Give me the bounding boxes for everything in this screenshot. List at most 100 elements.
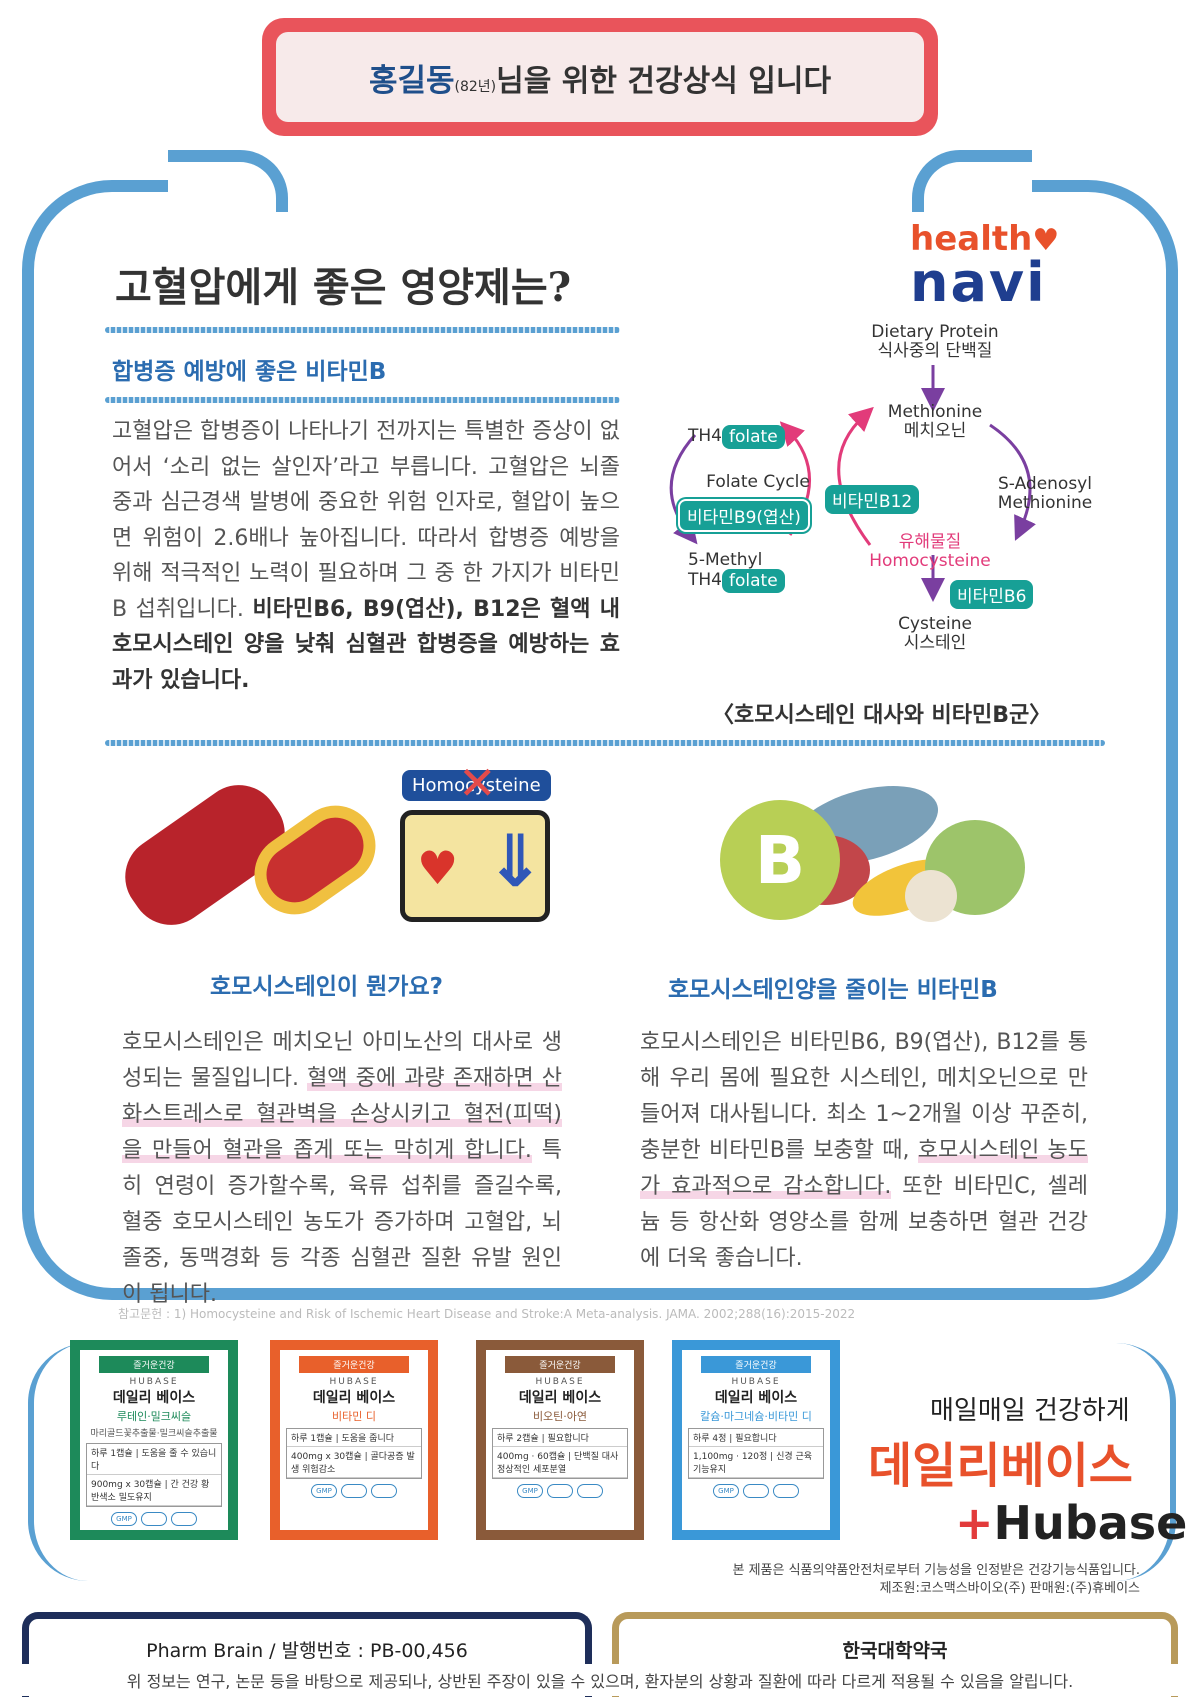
- product-brand: 즐거운건강: [299, 1356, 409, 1373]
- product-sub: 비타민 디: [332, 1410, 376, 1423]
- product-desc: 마리골드꽃추출물·밀크씨슬추출물: [90, 1429, 218, 1439]
- pharmacy-name: 한국대학약국: [842, 1640, 948, 1662]
- heart-monitor-illustration: ♥ ⇓: [400, 810, 550, 922]
- section2-body: 호모시스테인은 메치오닌 아미노산의 대사로 생성되는 물질입니다. 혈액 중에…: [122, 1025, 562, 1313]
- page-title: 고혈압에게 좋은 영양제는?: [115, 264, 572, 311]
- section2-p2: 혈액 중에 과량 존재하면 산화스트레스로 혈관벽을 손상시키고 혈전(피떡)을…: [122, 1066, 562, 1163]
- hubase-logo-text: Hubase: [993, 1496, 1188, 1550]
- section2-p3: 특히 연령이 증가할수록, 육류 섭취를 즐길수록, 혈중 호모시스테인 농도가…: [122, 1138, 562, 1307]
- product-brand: 즐거운건강: [505, 1356, 615, 1373]
- frame-shoulder-left: [168, 150, 288, 212]
- folate-pill-2: folate: [722, 569, 785, 593]
- folate-pill: folate: [722, 425, 785, 449]
- garlic-illustration: [905, 870, 957, 922]
- banner-suffix: 님을 위한 건강상식 입니다: [496, 63, 832, 99]
- product-name: 데일리 베이스: [714, 1390, 798, 1406]
- slogan: 매일매일 건강하게: [930, 1396, 1130, 1426]
- heart-icon: ♥: [417, 841, 459, 895]
- product-sub: 비오틴·아연: [532, 1410, 588, 1423]
- product-card: 즐거운건강 HUBASE 데일리 베이스 비타민 디 하루 1캡슐 | 도움을 …: [270, 1340, 438, 1540]
- footer-left-box: [22, 1612, 592, 1697]
- th4-label-2: TH4-: [688, 570, 729, 590]
- logo-health-text: health: [910, 219, 1033, 259]
- section3-body: 호모시스테인은 비타민B6, B9(엽산), B12를 통해 우리 몸에 필요한…: [640, 1025, 1088, 1277]
- cross-icon: ✕: [458, 756, 497, 810]
- product-hub: HUBASE: [129, 1377, 179, 1387]
- disclaimer: 위 정보는 연구, 논문 등을 바탕으로 제공되나, 상반된 주장이 있을 수 …: [0, 1664, 1200, 1696]
- product-hub: HUBASE: [329, 1377, 379, 1387]
- cert-badge-icon: [341, 1484, 367, 1498]
- product-table: 하루 1캡슐 | 도움을 줄 수 있습니다 900mg x 30캡슐 | 간 건…: [86, 1443, 222, 1507]
- hubase-plus-icon: +: [955, 1496, 994, 1550]
- product-name: 데일리 베이스: [112, 1390, 196, 1406]
- down-arrows-icon: ⇓: [485, 819, 546, 903]
- cert-badge-icon: [743, 1484, 769, 1498]
- product-sub: 칼슘·마그네슘·비타민 디: [700, 1410, 812, 1423]
- footer-right-box: [612, 1612, 1178, 1697]
- cert-badge-icon: [773, 1484, 799, 1498]
- product-name: 데일리 베이스: [518, 1390, 602, 1406]
- section1-subhead: 합병증 예방에 좋은 비타민B: [112, 359, 387, 385]
- product-name: 데일리 베이스: [312, 1390, 396, 1406]
- product-brand: 즐거운건강: [99, 1356, 209, 1373]
- section3-p3: 또한 비타민C, 셀레늄 등 항산화 영양소를 함께 보충하면 혈관 건강에 더…: [640, 1174, 1088, 1271]
- banner-text: 홍길동(82년)님을 위한 건강상식 입니다: [369, 55, 831, 100]
- product-brand-name: 데일리베이스: [868, 1438, 1133, 1494]
- section2-title: 호모시스테인이 뭔가요?: [210, 974, 443, 1000]
- gmp-badge-icon: GMP: [713, 1484, 739, 1498]
- divider: [105, 327, 620, 333]
- product-card: 즐거운건강 HUBASE 데일리 베이스 칼슘·마그네슘·비타민 디 하루 4정…: [672, 1340, 840, 1540]
- product-sub: 루테인·밀크씨슬: [116, 1410, 192, 1423]
- product-table: 하루 1캡슐 | 도움을 줍니다 400mg x 30캡슐 | 골다공증 발생 …: [286, 1428, 422, 1479]
- divider: [105, 740, 1105, 746]
- product-card: 즐거운건강 HUBASE 데일리 베이스 루테인·밀크씨슬 마리골드꽃추출물·밀…: [70, 1340, 238, 1540]
- cert-badge-icon: [577, 1484, 603, 1498]
- divider: [105, 397, 620, 403]
- publication-number: Pharm Brain / 발행번호 : PB-00,456: [146, 1640, 468, 1662]
- header-banner: 홍길동(82년)님을 위한 건강상식 입니다: [262, 18, 938, 136]
- product-card: 즐거운건강 HUBASE 데일리 베이스 비오틴·아연 하루 2캡슐 | 필요합…: [476, 1340, 644, 1540]
- patient-name: 홍길동: [368, 62, 455, 99]
- section3-title: 호모시스테인양을 줄이는 비타민B: [668, 977, 998, 1003]
- product-frame: [28, 1343, 1176, 1581]
- frame-shoulder-right: [912, 150, 1032, 212]
- homocysteine-tag: Homocysteine: [402, 770, 551, 801]
- vitamin-b6-pill: 비타민B6: [950, 580, 1034, 609]
- notice-line-2: 제조원:코스맥스바이오(주) 판매원:(주)휴베이스: [879, 1581, 1140, 1596]
- vitamin-b9-pill: 비타민B9(엽산): [678, 499, 810, 532]
- hubase-logo: +Hubase: [955, 1496, 1187, 1550]
- product-brand: 즐거운건강: [701, 1356, 811, 1373]
- gmp-badge-icon: GMP: [311, 1484, 337, 1498]
- cert-badge-icon: [171, 1512, 197, 1526]
- section1-text: 고혈압은 합병증이 나타나기 전까지는 특별한 증상이 없어서 ‘소리 없는 살…: [112, 419, 620, 622]
- methyl-label: 5-Methyl: [688, 550, 763, 570]
- vitamin-b-icon: B: [720, 800, 840, 920]
- product-table: 하루 4정 | 필요합니다 1,100mg · 120정 | 신경 근육 기능유…: [688, 1428, 824, 1479]
- cert-badge-icon: [371, 1484, 397, 1498]
- product-hub: HUBASE: [731, 1377, 781, 1387]
- section1-bold-text: 비타민B6, B9(엽산), B12은 혈액 내 호모시스테인 양을 낮춰 심혈…: [112, 596, 620, 693]
- birth-year: (82년): [454, 78, 497, 95]
- frame-gap: [262, 160, 938, 200]
- gmp-badge-icon: GMP: [111, 1512, 137, 1526]
- section1-body: 고혈압은 합병증이 나타나기 전까지는 특별한 증상이 없어서 ‘소리 없는 살…: [112, 414, 620, 698]
- folate-cycle-label: Folate Cycle: [706, 472, 810, 492]
- product-table: 하루 2캡슐 | 필요합니다 400mg · 60캡슐 | 단백질 대사 정상적…: [492, 1428, 628, 1479]
- diagram-caption: 〈호모시스테인 대사와 비타민B군〉: [712, 703, 1052, 728]
- gmp-badge-icon: GMP: [517, 1484, 543, 1498]
- product-hub: HUBASE: [535, 1377, 585, 1387]
- notice-line-1: 본 제품은 식품의약품안전처로부터 기능성을 인정받은 건강기능식품입니다.: [732, 1563, 1140, 1578]
- cert-badge-icon: [547, 1484, 573, 1498]
- section2-p1: 호모시스테인은 메치오닌 아미노산의 대사로 생성되는 물질입니다.: [122, 1030, 562, 1091]
- reference-note: 참고문헌 : 1) Homocysteine and Risk of Ische…: [118, 1307, 856, 1321]
- vitamin-b12-pill: 비타민B12: [825, 485, 920, 514]
- banner-inner: 홍길동(82년)님을 위한 건강상식 입니다: [276, 32, 924, 122]
- logo-navi-text: navi: [910, 251, 1047, 314]
- th4-folate-label: TH4-: [688, 426, 729, 446]
